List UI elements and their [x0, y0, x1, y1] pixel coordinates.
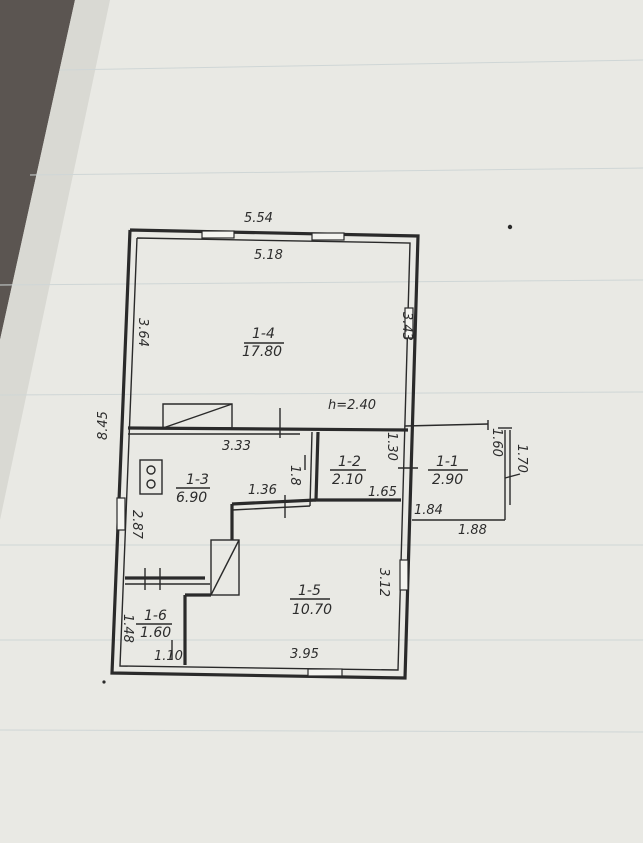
partition-walls — [125, 403, 409, 665]
dim-room13-width: 3.33 — [222, 439, 251, 454]
dim-porch-bottom-left: 1.84 — [414, 503, 443, 518]
room-14-id: 1-4 — [252, 326, 275, 342]
dim-overall-height: 8.45 — [96, 411, 111, 440]
dim-room14-left: 3.64 — [135, 318, 150, 347]
dim-room12-v: 1.30 — [384, 432, 399, 461]
dim-room16-w: 1.10 — [154, 649, 183, 664]
room-12-id: 1-2 — [338, 454, 361, 470]
dimension-ticks — [144, 455, 306, 660]
dim-room16-h: 1.48 — [120, 614, 135, 643]
ink-dot — [507, 224, 513, 230]
dim-left-mid: 2.87 — [129, 510, 144, 540]
dim-room12-h: 1.8 — [287, 465, 302, 486]
page-fold — [0, 0, 110, 520]
ink-dot — [102, 680, 106, 684]
window-bottom — [307, 668, 343, 677]
porch-lines — [398, 420, 521, 521]
window-left — [116, 497, 126, 531]
ceiling-height: h=2.40 — [328, 398, 376, 413]
dim-porch-bottom: 1.88 — [458, 523, 487, 538]
room-13-id: 1-3 — [186, 472, 209, 488]
room-13-area: 6.90 — [176, 490, 207, 506]
dim-room14-right: 3.43 — [399, 312, 414, 341]
dim-porch-h2: 1.70 — [514, 444, 529, 473]
dim-porch-h1: 1.60 — [489, 428, 504, 457]
dim-overall-width: 5.54 — [244, 211, 273, 226]
dim-room15-right: 3.12 — [376, 568, 391, 597]
room-15-area: 10.70 — [292, 602, 332, 618]
room-12-area: 2.10 — [332, 472, 363, 488]
dim-room12-w: 1.65 — [368, 485, 397, 500]
room-11-area: 2.90 — [432, 472, 463, 488]
dim-room14-width: 5.18 — [254, 248, 283, 263]
window-top-1 — [201, 230, 235, 239]
room-11-id: 1-1 — [436, 454, 459, 470]
window-right-2 — [399, 559, 409, 591]
stove-icon — [139, 459, 163, 495]
room-16-area: 1.60 — [140, 625, 171, 641]
window-right-1 — [404, 307, 414, 339]
room-16-id: 1-6 — [144, 608, 167, 624]
room-14-area: 17.80 — [242, 344, 282, 360]
window-top-2 — [311, 232, 345, 241]
dim-room13-mid: 1.36 — [248, 483, 277, 498]
paper-rules — [0, 59, 643, 733]
room-15-id: 1-5 — [298, 583, 321, 599]
dim-room15-width: 3.95 — [290, 647, 319, 662]
